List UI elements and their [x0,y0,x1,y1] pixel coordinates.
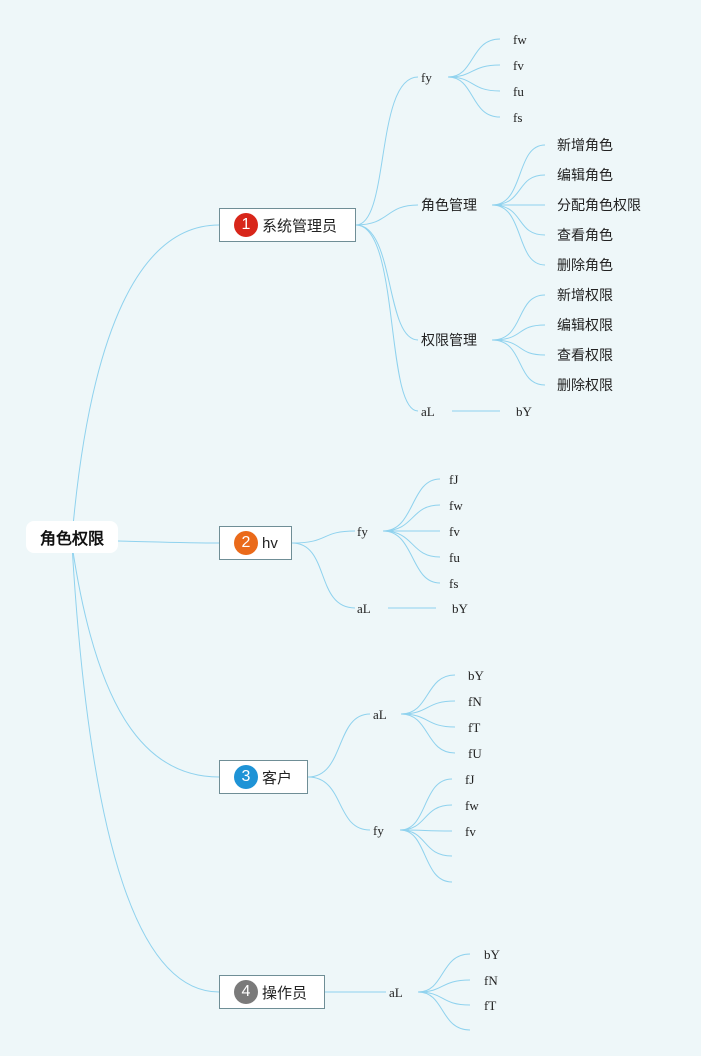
branch-label-4: 操作员 [262,984,308,1002]
node-b2-fy[interactable]: fy [357,524,368,539]
node-b2-al[interactable]: aL [357,601,371,616]
number-badge-3: 3 [234,765,258,789]
leaf-add-role[interactable]: 新增角色 [557,137,613,153]
leaf-b3-fy-3[interactable]: fv [465,824,476,839]
leaf-b3-al-3[interactable]: fT [468,720,481,735]
branch-label-2: hv [262,534,278,552]
leaf-b2-fy-5[interactable]: fs [449,576,459,591]
number-badge-1: 1 [234,213,258,237]
leaf-b3-al-1[interactable]: bY [468,668,484,683]
leaf-b2-al-1[interactable]: bY [452,601,468,616]
leaf-b4-al-1[interactable]: bY [484,947,500,962]
leaf-b2-fy-1[interactable]: fJ [449,472,459,487]
link-b1-fy [355,76,419,226]
branch-node-1[interactable]: 1 系统管理员 [219,208,356,242]
link-b1-role [355,204,419,226]
leaf-b1-fy-2[interactable]: fv [513,58,524,73]
link-b1-perm [355,224,419,341]
leaf-edit-permission[interactable]: 编辑权限 [557,317,613,333]
leaf-add-permission[interactable]: 新增权限 [557,287,613,303]
leaf-b1-fy-1[interactable]: fw [513,32,527,47]
link-root-b2 [117,540,220,544]
branch-node-4[interactable]: 4 操作员 [219,975,325,1009]
branch-label-3: 客户 [262,769,293,787]
node-role-management[interactable]: 角色管理 [421,197,477,213]
leaf-b1-fy-3[interactable]: fu [513,84,524,99]
leaf-b2-fy-2[interactable]: fw [449,498,463,513]
branch-label-1: 系统管理员 [262,217,338,235]
leaf-assign-role-permission[interactable]: 分配角色权限 [557,197,641,213]
leaf-b3-fy-1[interactable]: fJ [465,772,475,787]
branch-node-2[interactable]: 2 hv [219,526,292,560]
root-node[interactable]: 角色权限 [26,521,118,553]
leaf-delete-permission[interactable]: 删除权限 [557,377,613,393]
leaf-b3-al-2[interactable]: fN [468,694,482,709]
leaf-b1-fy-4[interactable]: fs [513,110,523,125]
link-b1-al [355,224,419,412]
node-b3-al[interactable]: aL [373,707,387,722]
leaf-b2-fy-4[interactable]: fu [449,550,460,565]
leaf-edit-role[interactable]: 编辑角色 [557,167,613,183]
leaf-view-permission[interactable]: 查看权限 [557,347,613,363]
leaf-b4-al-3[interactable]: fT [484,998,497,1013]
node-b1-al[interactable]: aL [421,404,435,419]
branch-node-3[interactable]: 3 客户 [219,760,308,794]
leaf-b1-al-1[interactable]: bY [516,404,532,419]
node-b3-fy[interactable]: fy [373,823,384,838]
node-permission-management[interactable]: 权限管理 [421,332,477,348]
link-root-b4 [71,544,220,993]
leaf-b3-fy-2[interactable]: fw [465,798,479,813]
leaf-b2-fy-3[interactable]: fv [449,524,460,539]
node-b1-fy[interactable]: fy [421,70,432,85]
link-root-b3 [71,544,220,778]
leaf-view-role[interactable]: 查看角色 [557,227,613,243]
leaf-b4-al-2[interactable]: fN [484,973,498,988]
number-badge-4: 4 [234,980,258,1004]
leaf-b3-al-4[interactable]: fU [468,746,482,761]
node-b4-al[interactable]: aL [389,985,403,1000]
link-root-b1 [71,224,220,538]
leaf-delete-role[interactable]: 删除角色 [557,257,613,273]
number-badge-2: 2 [234,531,258,555]
